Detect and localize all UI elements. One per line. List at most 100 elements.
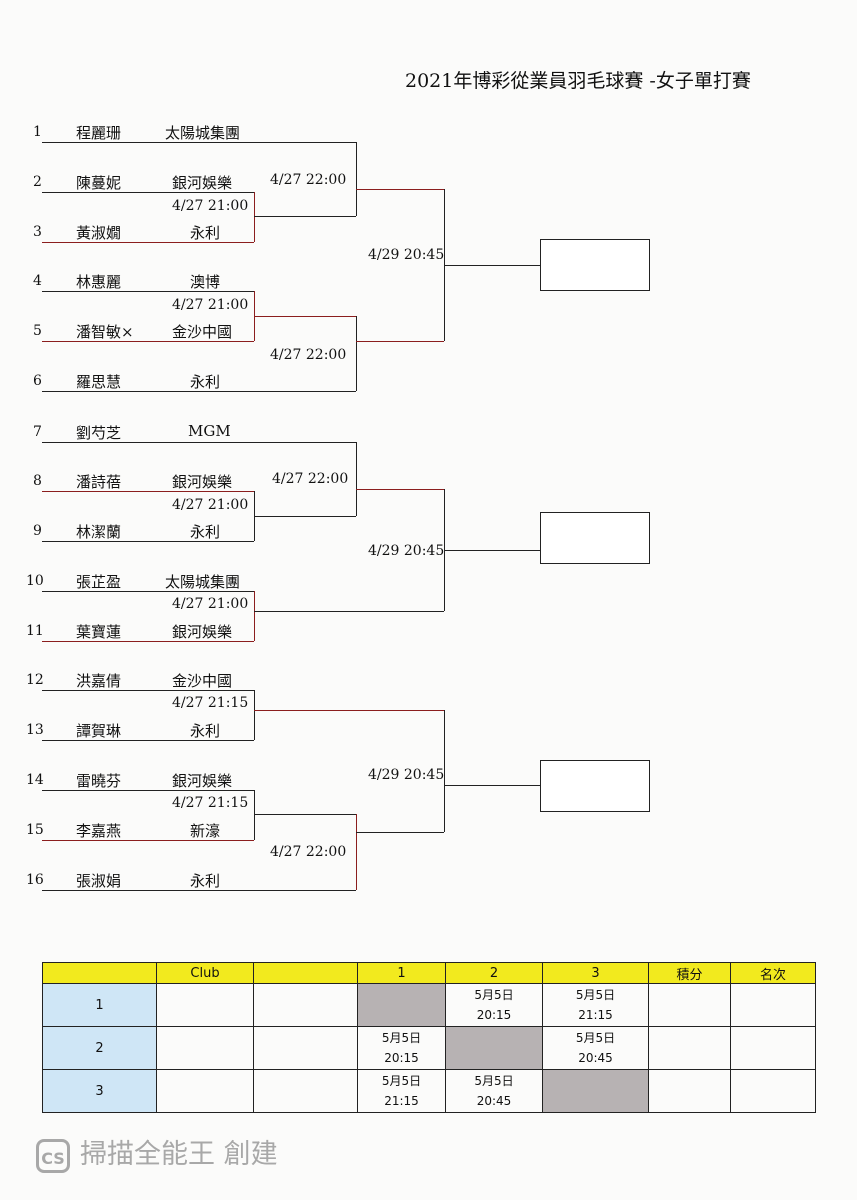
player-club: MGM <box>188 422 231 440</box>
table-cell <box>253 983 358 1027</box>
player-club: 永利 <box>190 373 221 391</box>
rank-cell <box>730 1026 816 1070</box>
bracket-line <box>42 740 254 741</box>
player-name: 黃淑嫺 <box>76 224 122 242</box>
bracket-line <box>42 541 254 542</box>
match-time: 4/29 20:45 <box>368 247 445 263</box>
bye-cell <box>445 1026 543 1070</box>
player-number: 4 <box>33 273 42 289</box>
table-cell <box>156 1026 254 1070</box>
player-club: 澳博 <box>190 273 221 291</box>
bracket-line <box>444 550 540 551</box>
player-club: 新濠 <box>190 822 221 840</box>
bye-cell <box>357 983 446 1027</box>
player-number: 5 <box>33 323 42 339</box>
bracket-line <box>42 641 254 642</box>
player-club: 銀河娛樂 <box>172 623 233 641</box>
bracket-line <box>356 316 357 391</box>
player-name: 張芷盈 <box>76 573 122 591</box>
bracket-line <box>356 142 357 216</box>
bracket-line <box>444 710 445 832</box>
match-time: 4/27 22:00 <box>272 471 349 487</box>
player-name: 潘詩蓓 <box>76 473 122 491</box>
header-cell: 名次 <box>730 962 816 984</box>
player-club: 永利 <box>190 722 221 740</box>
player-number: 3 <box>33 224 42 240</box>
player-club: 太陽城集團 <box>165 573 241 591</box>
header-cell <box>42 962 157 984</box>
table-cell <box>156 1069 254 1113</box>
watermark-text: 掃描全能王 創建 <box>80 1139 278 1170</box>
bracket-line <box>444 785 540 786</box>
match-time: 4/27 21:00 <box>172 297 249 313</box>
header-cell: 積分 <box>648 962 731 984</box>
player-number: 11 <box>26 623 44 639</box>
match-hour: 20:45 <box>578 1051 613 1065</box>
row-label: 1 <box>42 983 157 1027</box>
player-number: 16 <box>26 872 44 888</box>
row-label: 2 <box>42 1026 157 1070</box>
player-number: 10 <box>26 573 44 589</box>
player-number: 15 <box>26 822 44 838</box>
bracket-line <box>356 832 444 833</box>
bracket-line <box>42 291 254 292</box>
bracket-line <box>444 265 540 266</box>
rank-cell <box>730 1069 816 1113</box>
match-time: 4/27 21:00 <box>172 596 249 612</box>
winner-box <box>540 760 650 812</box>
bracket-line <box>42 442 356 443</box>
player-number: 8 <box>33 473 42 489</box>
table-cell <box>156 983 254 1027</box>
player-club: 永利 <box>190 872 221 890</box>
bracket-line <box>42 142 356 143</box>
match-time: 4/27 22:00 <box>270 172 347 188</box>
bracket-line <box>254 814 356 815</box>
bracket-line <box>42 790 254 791</box>
bracket-line <box>254 316 356 317</box>
match-hour: 21:15 <box>384 1094 419 1108</box>
points-cell <box>648 983 731 1027</box>
player-number: 12 <box>26 672 44 688</box>
player-club: 銀河娛樂 <box>172 174 233 192</box>
row-label: 3 <box>42 1069 157 1113</box>
table-cell <box>253 1026 358 1070</box>
bracket-line <box>42 690 254 691</box>
match-hour: 20:15 <box>384 1051 419 1065</box>
points-cell <box>648 1026 731 1070</box>
player-name: 劉芍芝 <box>76 424 122 442</box>
player-name: 陳蔓妮 <box>76 174 122 192</box>
bracket-line <box>42 242 254 243</box>
player-number: 2 <box>33 174 42 190</box>
match-date: 5月5日 <box>474 988 514 1002</box>
player-club: 銀河娛樂 <box>172 772 233 790</box>
player-club: 金沙中國 <box>172 323 233 341</box>
player-number: 6 <box>33 373 42 389</box>
points-cell <box>648 1069 731 1113</box>
player-name: 林惠麗 <box>76 273 122 291</box>
bracket-line <box>254 192 255 242</box>
winner-box <box>540 239 650 291</box>
match-time: 4/27 22:00 <box>270 347 347 363</box>
match-date: 5月5日 <box>575 988 616 1002</box>
bracket-line <box>42 491 254 492</box>
bracket-line <box>254 611 444 612</box>
match-time: 4/29 20:45 <box>368 543 445 559</box>
header-cell: Club <box>156 962 254 984</box>
match-date: 5月5日 <box>381 1031 422 1045</box>
match-hour: 20:45 <box>476 1094 512 1108</box>
player-name: 潘智敏× <box>76 323 134 341</box>
bracket-line <box>42 890 356 891</box>
bye-cell <box>542 1069 649 1113</box>
player-name: 李嘉燕 <box>76 822 122 840</box>
table-cell <box>253 1069 358 1113</box>
player-club: 金沙中國 <box>172 672 233 690</box>
match-date: 5月5日 <box>474 1074 514 1088</box>
player-name: 洪嘉倩 <box>76 672 122 690</box>
bracket-line <box>42 591 254 592</box>
player-name: 林潔蘭 <box>76 523 122 541</box>
